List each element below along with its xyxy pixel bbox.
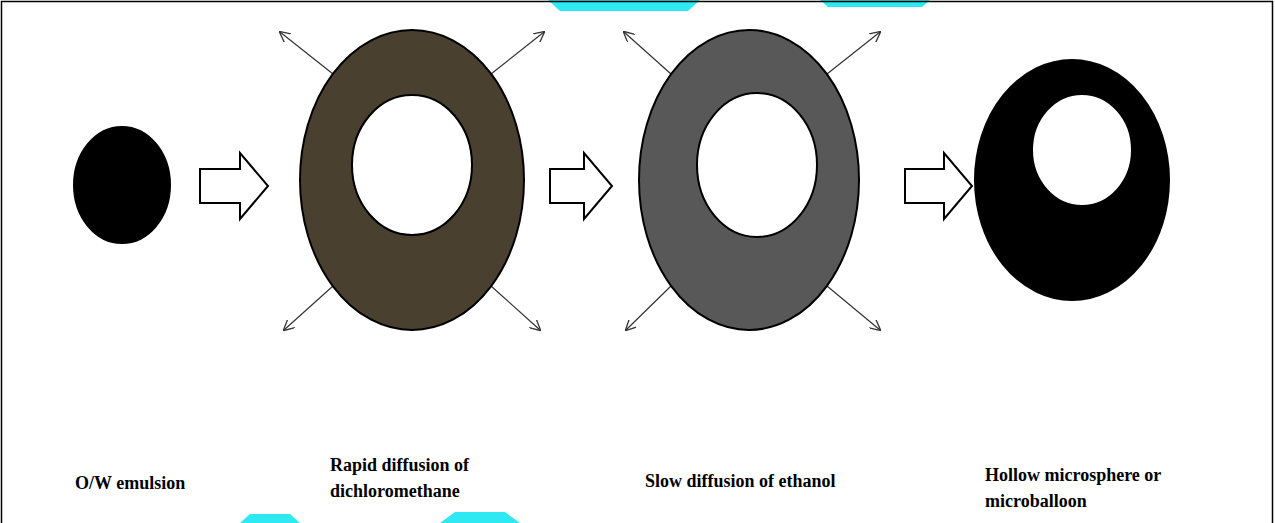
particle-shape (268, 30, 550, 330)
watermark-shape (240, 514, 300, 523)
particle-shape (612, 30, 905, 330)
block-arrow (550, 153, 612, 219)
diffusion-arrow (491, 32, 544, 74)
stage-caption: Rapid diffusion of dichloromethane (330, 452, 535, 504)
particle-stage: O/W emulsion (60, 30, 200, 330)
stage-caption: Hollow microsphere or microballoon (985, 462, 1190, 514)
stage-caption: O/W emulsion (75, 470, 245, 496)
diffusion-arrow (626, 286, 671, 330)
diffusion-arrow (284, 286, 333, 330)
diffusion-arrow (491, 286, 540, 330)
block-arrow (200, 153, 268, 219)
particle-stage: Slow diffusion of ethanol (612, 30, 905, 330)
block-arrow (905, 153, 972, 219)
particle-stage: Hollow microsphere or microballoon (972, 30, 1180, 330)
diffusion-arrow (624, 32, 671, 74)
particle-body (300, 30, 524, 330)
diffusion-arrow (827, 286, 880, 330)
particle-shape (60, 30, 200, 330)
particle-body (639, 30, 859, 330)
diffusion-arrow (280, 32, 333, 74)
hollow-core (697, 93, 817, 237)
particle-body (975, 60, 1169, 300)
hollow-core (1032, 94, 1132, 206)
particle-shape (972, 30, 1180, 330)
particle-stage: Rapid diffusion of dichloromethane (268, 30, 550, 330)
particle-body (74, 127, 170, 243)
stage-caption: Slow diffusion of ethanol (645, 468, 905, 494)
watermark-shape (440, 512, 520, 523)
hollow-core (352, 95, 472, 235)
diffusion-arrow (827, 32, 880, 74)
